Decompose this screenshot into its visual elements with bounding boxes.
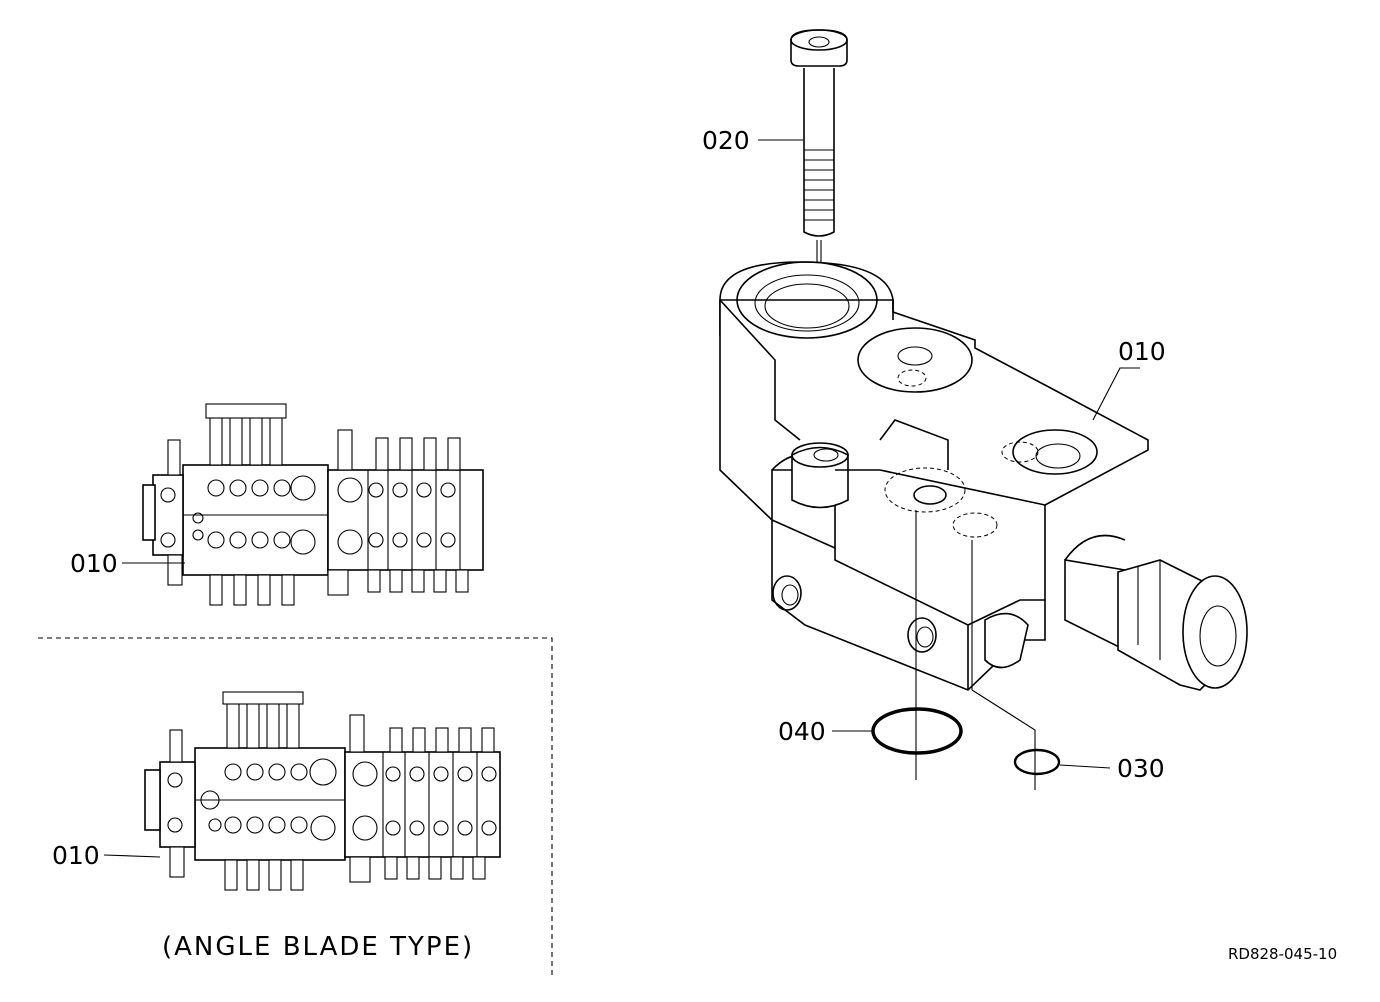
valve-block-010[interactable] [719, 261, 1248, 790]
oring-040[interactable] [871, 707, 963, 755]
exploded-view: 020 010 040 030 [702, 29, 1248, 790]
callout-010-assembly-angle: 010 [52, 841, 100, 870]
callout-040: 040 [778, 717, 826, 746]
angle-blade-caption: (ANGLE BLADE TYPE) [162, 932, 474, 962]
callout-020: 020 [702, 126, 750, 155]
angle-blade-frame [38, 637, 553, 975]
callout-010-assembly-std: 010 [70, 549, 118, 578]
control-valve-assembly-std[interactable] [142, 403, 484, 606]
callout-010-block: 010 [1118, 337, 1166, 366]
drawing-ref-code: RD828-045-10 [1228, 945, 1337, 963]
callout-030: 030 [1117, 754, 1165, 783]
oring-030[interactable] [1013, 748, 1061, 776]
control-valve-assembly-angle[interactable] [144, 691, 501, 891]
